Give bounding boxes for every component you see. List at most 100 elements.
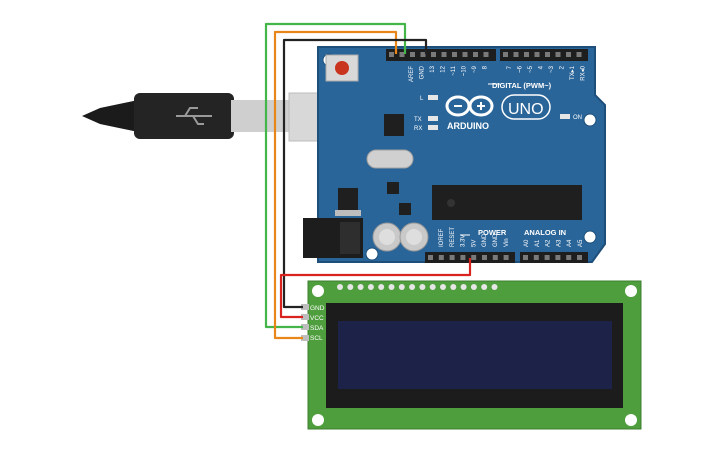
lcd-pad xyxy=(419,284,426,290)
lcd-screen xyxy=(338,321,612,389)
pin-hole xyxy=(513,52,519,57)
pin-hole xyxy=(462,52,468,57)
pin-hole xyxy=(544,255,550,260)
lcd-top-pin-holes xyxy=(337,284,498,290)
lcd-pad xyxy=(481,284,488,290)
led-l-label: L xyxy=(420,96,424,102)
digital-pin-label: ~10 xyxy=(462,65,468,76)
digital-pin-label: ~11 xyxy=(451,65,457,75)
led-on xyxy=(560,114,570,119)
pin-hole xyxy=(399,52,405,57)
digital-pin-label: GND xyxy=(420,65,426,79)
pin-hole xyxy=(452,52,457,57)
lcd-pad xyxy=(450,284,457,290)
pin-hole xyxy=(524,52,529,57)
analog-label: ANALOG IN xyxy=(524,228,566,237)
digital-pin-label: ~6 xyxy=(518,65,524,73)
wire-black-gnd xyxy=(282,38,428,309)
pin-label: A4 xyxy=(567,239,573,247)
analog-header xyxy=(520,252,588,263)
lcd-pin-gnd-label: GND xyxy=(310,305,325,312)
pin-hole xyxy=(410,52,415,57)
pin-label: GND xyxy=(482,233,488,247)
digital-pin-label: 4 xyxy=(539,65,545,69)
digital-header-label: DIGITAL (PWM~) xyxy=(492,81,552,90)
lcd-pad xyxy=(337,284,343,290)
pin-hole xyxy=(449,255,455,260)
lcd-module: GND VCC SDA SCL xyxy=(301,280,642,430)
analog-pin-labels: A0 A1 A2 A3 A4 A5 xyxy=(524,239,584,247)
led-l xyxy=(428,95,438,100)
pin-hole xyxy=(555,255,561,260)
lcd-pad xyxy=(460,284,467,290)
lcd-pad xyxy=(347,284,354,290)
digital-pin-label: TX▸1 xyxy=(570,65,576,80)
led-rx-label: RX xyxy=(414,126,422,132)
pin-hole xyxy=(545,52,550,57)
lcd-pad xyxy=(470,284,477,290)
digital-pin-label: 8 xyxy=(483,65,489,69)
pin-hole xyxy=(533,255,539,260)
pin-hole xyxy=(441,52,447,57)
pin-hole xyxy=(566,52,571,57)
lcd-pad xyxy=(491,284,498,290)
arduino-logo-icon xyxy=(445,95,494,117)
digital-pin-label: AREF xyxy=(409,66,415,82)
lcd-i2c-pin xyxy=(301,324,309,330)
pin-hole xyxy=(566,255,572,260)
wire-green-sda xyxy=(264,22,407,329)
pin-label: A1 xyxy=(535,239,541,247)
lcd-pad xyxy=(440,284,446,290)
pin-hole xyxy=(503,255,509,260)
pin-hole xyxy=(577,255,582,260)
lcd-pin-scl-label: SCL xyxy=(310,335,323,342)
pin-hole xyxy=(503,52,508,57)
board-model: UNO xyxy=(508,101,544,118)
pin-hole xyxy=(534,52,540,57)
power-pin-holes xyxy=(428,255,509,260)
pin-hole xyxy=(555,52,561,57)
pin-hole xyxy=(431,52,436,57)
pin-hole xyxy=(523,255,528,260)
pin-label: A3 xyxy=(556,239,562,247)
power-header xyxy=(425,252,515,263)
digital-pin-label: RX◂0 xyxy=(581,65,587,80)
wire-red-vcc xyxy=(279,258,472,319)
pin-hole xyxy=(483,52,489,57)
pin-hole xyxy=(428,255,433,260)
digital-pin-label: ~3 xyxy=(549,65,555,73)
pin-hole xyxy=(389,52,394,57)
pin-hole xyxy=(482,255,487,260)
lcd-i2c-pin xyxy=(301,314,309,320)
pin-label: A2 xyxy=(546,239,552,247)
pin-hole xyxy=(438,255,444,260)
arduino-wordmark: ARDUINO xyxy=(447,121,489,131)
digital-header-right xyxy=(500,49,588,61)
lcd-pad xyxy=(367,284,374,290)
lcd-i2c-pin xyxy=(301,335,309,341)
power-label: POWER xyxy=(478,228,507,237)
pin-label: A0 xyxy=(524,239,530,247)
led-tx-label: TX xyxy=(414,117,422,123)
led-rx xyxy=(428,125,438,130)
pin-label: RESET xyxy=(450,227,456,247)
pin-hole xyxy=(420,52,426,57)
analog-pin-holes xyxy=(523,255,582,260)
pin-label: Vin xyxy=(504,238,510,247)
lcd-pad xyxy=(429,284,436,290)
pin-hole xyxy=(471,255,477,260)
pin-label: GND xyxy=(493,233,499,247)
digital-pin-label: ~9 xyxy=(472,65,478,73)
digital-pin-holes xyxy=(389,52,582,57)
lcd-pad xyxy=(378,284,385,290)
digital-pin-label: 12 xyxy=(441,65,447,72)
microcontroller-chip xyxy=(432,185,582,220)
usb-chip xyxy=(384,114,404,136)
pin-label: A5 xyxy=(578,239,584,247)
lcd-pin-sda-label: SDA xyxy=(310,325,324,332)
digital-pin-label: 13 xyxy=(430,65,436,72)
